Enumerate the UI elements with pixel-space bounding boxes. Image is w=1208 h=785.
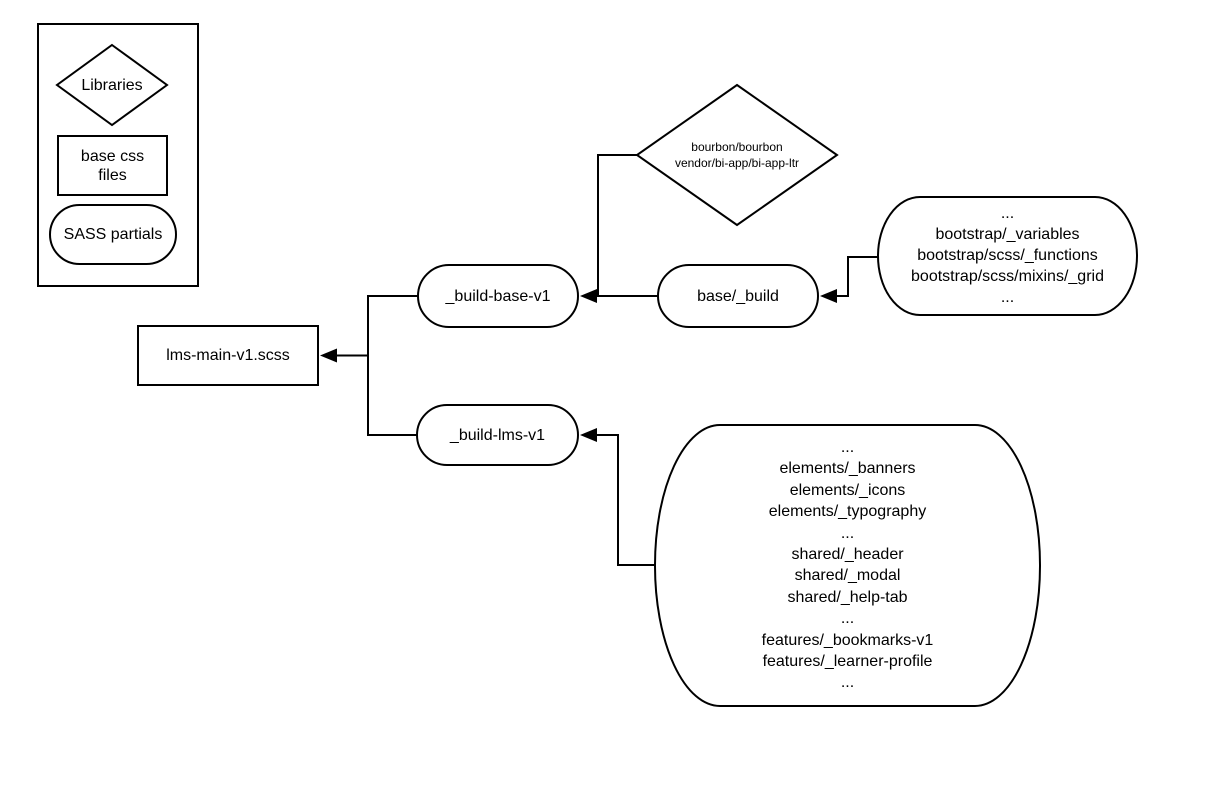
text-line: bootstrap/scss/mixins/_grid	[911, 268, 1104, 285]
base-build-node-shape	[657, 264, 819, 328]
bootstrap-partials-shape	[877, 196, 1138, 316]
text-line: shared/_modal	[794, 567, 901, 585]
text-line: bourbon/bourbon	[691, 140, 783, 154]
text-line: shared/_header	[791, 546, 904, 564]
lms-main-node-label: lms-main-v1.scss	[166, 347, 290, 364]
build-lms-node-label: _build-lms-v1	[449, 426, 546, 444]
build-lms-node-shape	[416, 404, 579, 466]
bootstrap-partials-list: ... bootstrap/_variables bootstrap/scss/_f…	[878, 203, 1137, 308]
text-line: ...	[840, 674, 855, 692]
lms-partials-shape	[654, 424, 1041, 707]
lms-main-node-shape	[137, 325, 319, 386]
text-line: vendor/bi-app/bi-app-ltr	[674, 156, 800, 170]
build-base-node-shape	[417, 264, 579, 328]
connector-bourbon-drop	[597, 154, 638, 296]
text-line: ...	[840, 524, 855, 542]
legend-stadium-shape	[49, 204, 177, 265]
legend-stadium-label: SASS partials	[63, 226, 163, 243]
arrowhead-into-base-build	[820, 289, 837, 303]
legend-diamond-label: Libraries	[81, 76, 143, 94]
text-line: features/_bookmarks-v1	[761, 631, 934, 649]
text-line: elements/_icons	[789, 481, 906, 499]
text-line: shared/_help-tab	[787, 588, 908, 606]
connector-bracket	[367, 295, 418, 436]
text-line: bootstrap/_variables	[935, 226, 1080, 243]
connector-bootstrap-to-basebuild	[836, 256, 878, 297]
arrowhead-into-build-lms	[580, 428, 597, 442]
connector-partials-to-buildlms	[596, 434, 657, 566]
legend-diamond-shape	[55, 43, 169, 127]
text-line: ...	[1000, 205, 1015, 222]
text-line: ...	[1000, 289, 1015, 306]
text-line: ...	[840, 610, 855, 628]
text-line: bootstrap/scss/_functions	[917, 247, 1098, 264]
bourbon-diamond-shape	[635, 83, 839, 227]
build-base-node-label: _build-base-v1	[445, 287, 551, 305]
legend-rect-shape	[57, 135, 168, 196]
bourbon-diamond-label: bourbon/bourbon vendor/bi-app/bi-app-ltr	[637, 139, 837, 171]
base-build-node-label: base/_build	[697, 287, 779, 305]
text-line: elements/_typography	[768, 503, 927, 521]
text-line: files	[98, 166, 127, 184]
text-line: features/_learner-profile	[762, 653, 933, 671]
arrowhead-into-build-base	[580, 289, 597, 303]
arrowhead-into-lms-main	[320, 348, 337, 363]
text-line: base css	[80, 147, 145, 165]
text-line: elements/_banners	[779, 460, 916, 478]
text-line: ...	[840, 439, 855, 456]
